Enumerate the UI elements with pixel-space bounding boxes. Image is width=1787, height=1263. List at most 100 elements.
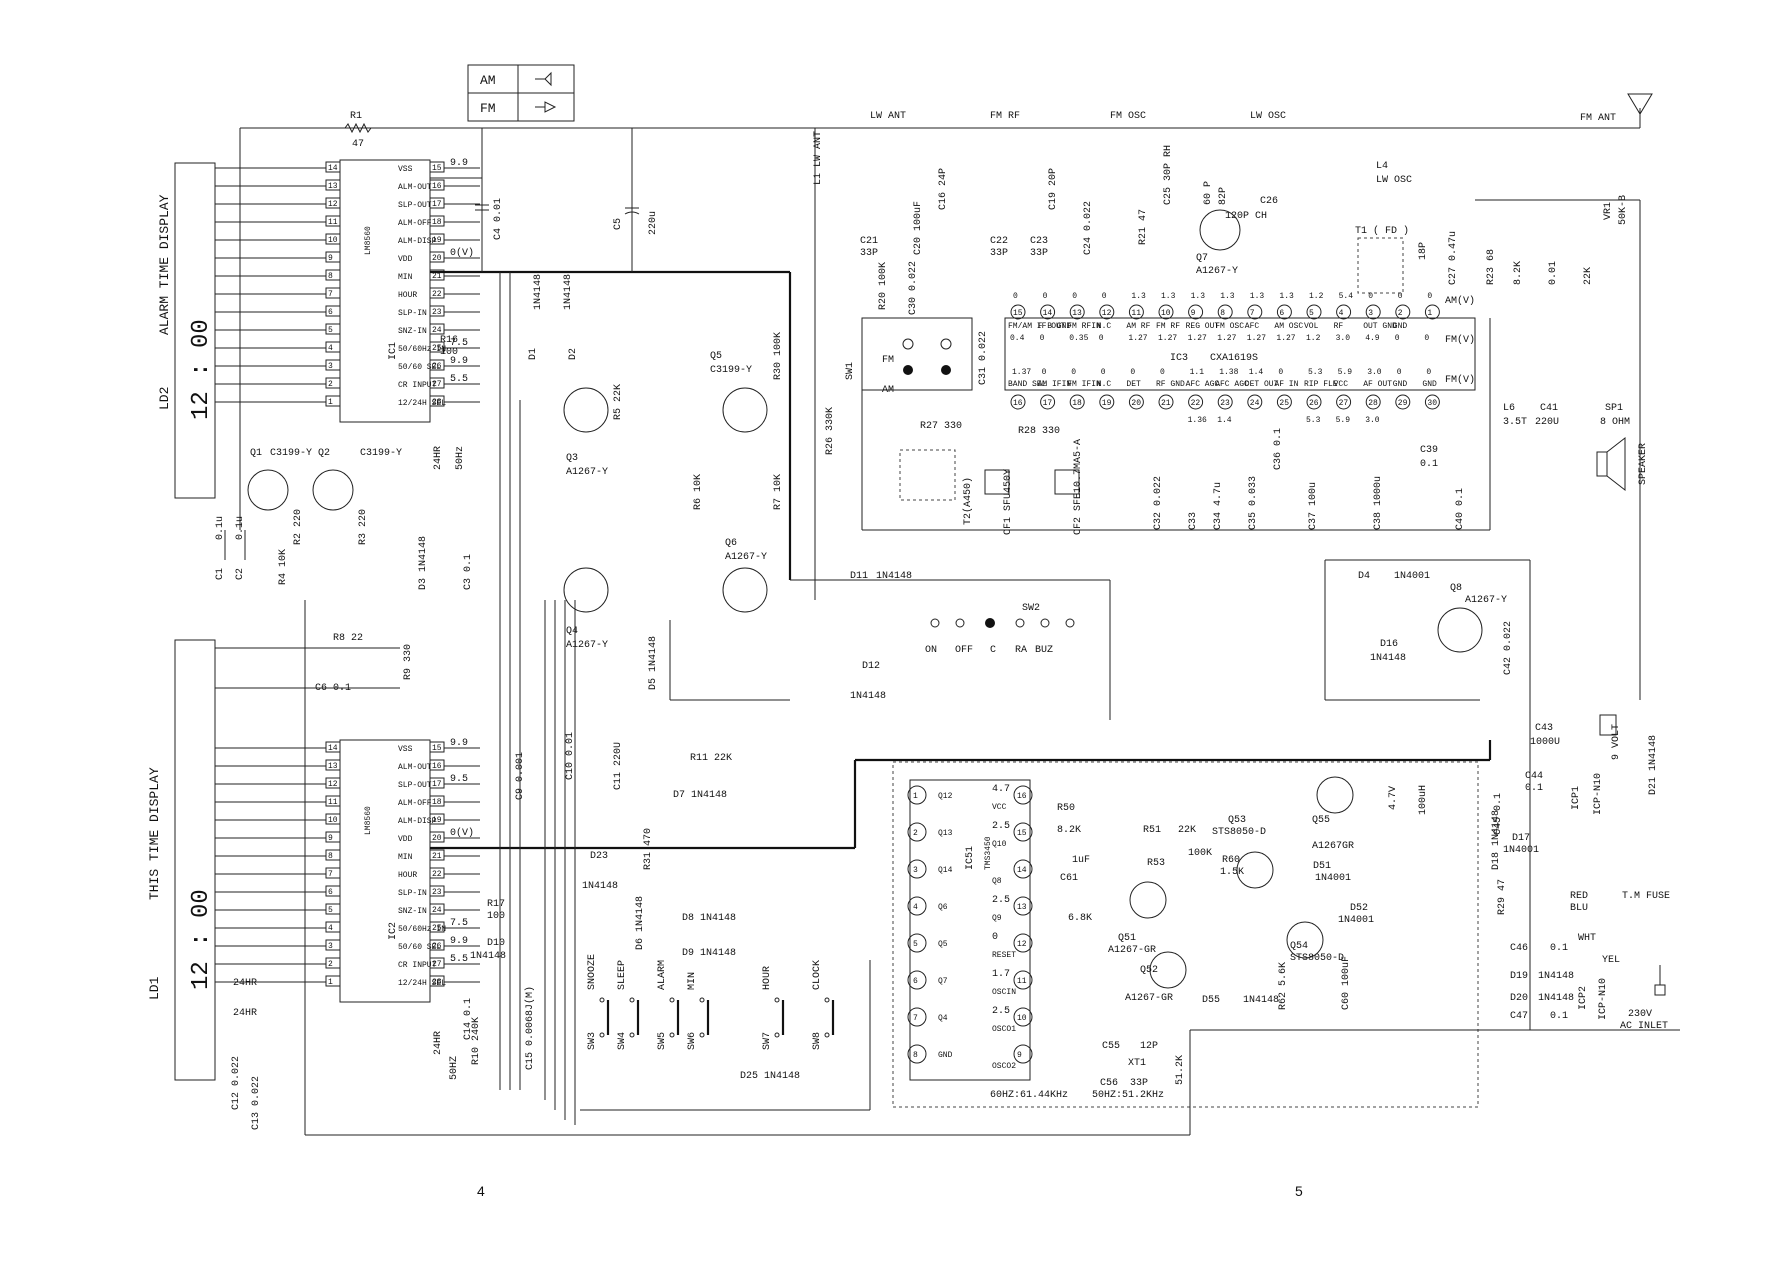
ic3-pin-voltage: 5.9 [1338, 368, 1353, 377]
r53b-value: 6.8K [1068, 913, 1092, 924]
ic51-pin-num: 12 [1017, 940, 1027, 949]
ic3-pin-name: AFC AGC [1186, 380, 1220, 389]
c37-label: C37 100u [1308, 482, 1319, 530]
q3-part: A1267-Y [566, 467, 608, 478]
ic3-pin-voltage: 1.1 [1190, 368, 1205, 377]
ic3-pin-dc: 1.4 [1217, 416, 1232, 425]
ic3-pin-dc: 1.36 [1188, 416, 1207, 425]
ic51-left-pin [907, 933, 927, 953]
page-number-left: 4 [477, 1183, 485, 1199]
c43-value: 1000U [1530, 737, 1560, 748]
ic-pin-left [325, 975, 341, 987]
c16-label: C16 24P [938, 168, 949, 210]
ic1-supply: C4 0.01 C5 220u [430, 128, 659, 272]
ic-pin-num: 26 [432, 362, 442, 371]
d21-label: D21 1N4148 [1648, 735, 1659, 795]
ic3-pin-num: 4 [1339, 309, 1344, 318]
l6-value: 3.5T [1503, 417, 1527, 428]
pin-voltage: 0(V) [450, 247, 474, 259]
ic51-pin-name: Q12 [938, 792, 953, 801]
c12-label: C12 0.022 [231, 1056, 242, 1110]
d55-value: 1N4148 [1243, 995, 1279, 1006]
ic3-pin-num: 26 [1309, 399, 1319, 408]
r16-label: R16 [440, 335, 458, 346]
ic3-pin-name: VOL [1304, 322, 1319, 331]
c27-label: C27 0.47u [1448, 231, 1459, 285]
ic3-pin-name: N.C [1097, 380, 1112, 389]
c3-label: C3 0.1 [463, 554, 474, 590]
ic3-pin-name: AF IN [1274, 380, 1298, 389]
pin-voltage: 7.5 [450, 338, 468, 349]
q8-symbol [1437, 607, 1483, 653]
ic-pin-right [429, 197, 445, 209]
ic1-part: LM8560 [364, 226, 373, 255]
power-section: 9 VOLT D21 1N4148 C44 0.1 C45 0.1 D17 1N… [1491, 714, 1670, 1032]
c41-value: 220U [1535, 417, 1559, 428]
d51-label: D51 [1313, 861, 1331, 872]
lw-ant-label: LW ANT [870, 111, 906, 122]
sw2-off: OFF [955, 645, 973, 656]
c56-value: 33P [1130, 1078, 1148, 1089]
ic-pin-num: 4 [328, 924, 333, 933]
ic-pin-right [429, 287, 445, 299]
ic-pin-right [429, 179, 445, 191]
c42-label: C42 0.022 [1503, 621, 1514, 675]
band-legend: AM FM [467, 64, 575, 122]
yel-label: YEL [1602, 955, 1620, 966]
c28-r23-label: R23 68 [1486, 249, 1497, 285]
ic2-periphery: 24HR 24HR C12 0.022 C13 0.022 C14 0.1 C1… [231, 732, 732, 1130]
sw1-label: SW1 [845, 362, 856, 380]
ic51-right-pin [1013, 933, 1033, 953]
sp1-label: SP1 [1605, 403, 1623, 414]
d1-label: D1 [528, 348, 539, 360]
ic3-pin-voltage: 1.3 [1131, 292, 1146, 301]
c22-label: C22 [990, 236, 1008, 247]
ic-pin-right [429, 395, 445, 407]
ic-pin-num: 9 [328, 254, 333, 263]
ic3-pin-dc: 5.3 [1306, 416, 1321, 425]
ic51-pin-num: 16 [1017, 792, 1027, 801]
ic3-top-pin [1069, 304, 1085, 320]
c61-label: C61 [1060, 873, 1078, 884]
ic3-pin-num: 6 [1279, 309, 1284, 318]
q55-symbol [1316, 776, 1354, 814]
r6-label: R6 10K [693, 474, 704, 510]
ic-pin-name: SLP-OUT [398, 201, 432, 210]
sw2-on: ON [925, 645, 937, 656]
r29-label: R29 47 [1497, 879, 1508, 915]
ic51-pin-name: Q7 [938, 977, 948, 986]
xt1-label: XT1 [1128, 1058, 1146, 1069]
sw1-band-switch[interactable]: FM AM SW1 C31 0.022 [845, 317, 989, 396]
l4-value: LW OSC [1376, 175, 1412, 186]
ic3-am-v: AM(V) [1445, 295, 1475, 307]
q51-part: A1267-GR [1108, 945, 1156, 956]
pin-voltage: 9.9 [450, 738, 468, 749]
ic3-pin-name: RF [1334, 322, 1344, 331]
key-ref: SW7 [762, 1032, 773, 1050]
d1-value: 1N4148 [533, 274, 544, 310]
ic51-right-pin [1013, 896, 1033, 916]
xt1-value: 51.2K [1175, 1055, 1186, 1085]
key-name: CLOCK [812, 960, 823, 990]
c26-label: 60 P [1203, 181, 1214, 205]
q51-symbol [1129, 881, 1167, 919]
ic-pin-left [325, 903, 341, 915]
ic-pin-num: 7 [328, 870, 333, 879]
mode-switch: D11 1N4148 D4 1N4001 SW2 ON OFF C RA BUZ… [850, 571, 1560, 748]
ic-pin-num: 15 [432, 164, 442, 173]
q54-symbol [1286, 921, 1324, 959]
plug-icon [1654, 965, 1666, 996]
pin-voltage: 5.5 [450, 954, 468, 965]
ic-pin-left [325, 867, 341, 879]
ic3-top-pin [1336, 304, 1352, 320]
c23-label: C23 [1030, 236, 1048, 247]
ic3-pin-name: GND [1393, 380, 1408, 389]
